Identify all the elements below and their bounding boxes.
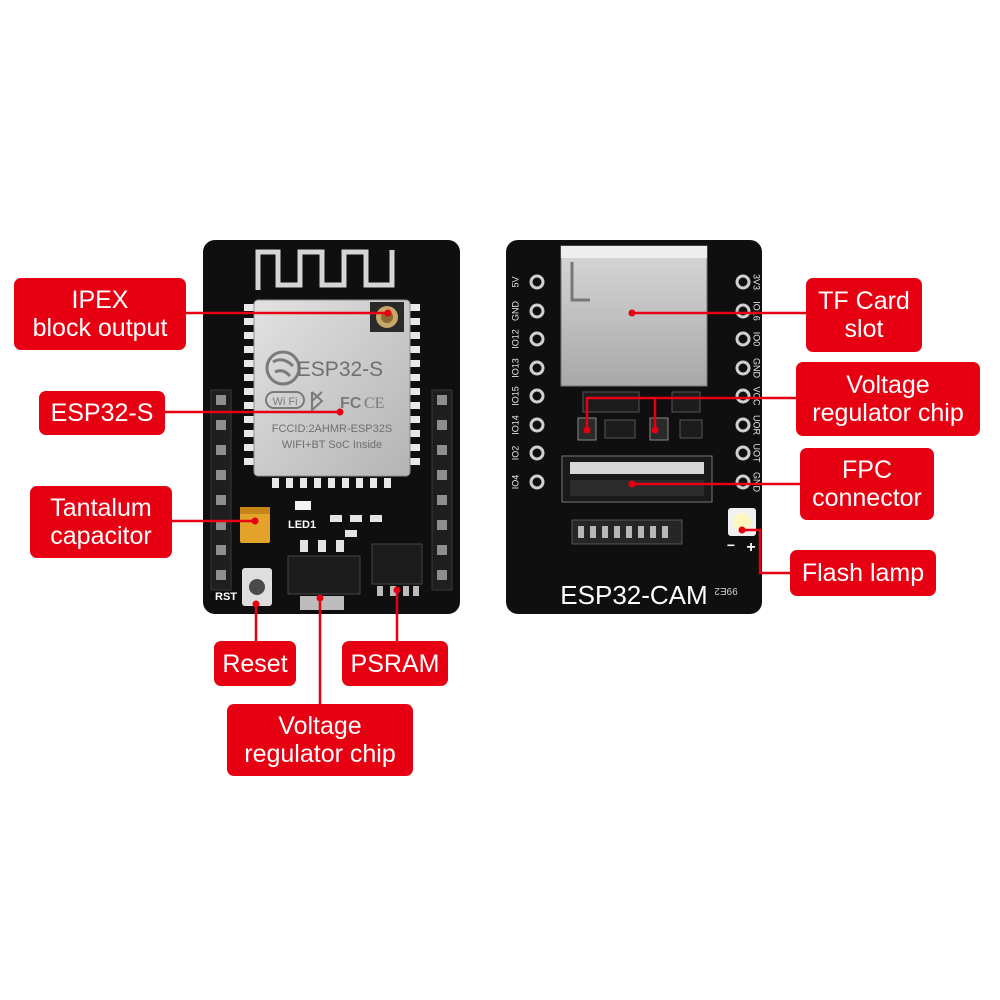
pin-label-left-6: IO2 (510, 446, 520, 461)
reset-button (242, 568, 272, 606)
flash-minus-label: − (727, 537, 735, 553)
pin-label-left-5: IO14 (510, 415, 520, 435)
callout-vreg-back: Voltage regulator chip (796, 362, 980, 436)
espressif-logo (265, 350, 301, 386)
module-brand: ESP32-S (297, 358, 383, 381)
pin-label-right-7: GND (752, 472, 762, 493)
leader-dots (251, 309, 746, 608)
led-label: LED1 (288, 519, 316, 531)
back-pin-holes-left (529, 274, 545, 490)
callout-psram: PSRAM (342, 641, 448, 686)
board-title: ESP32-CAM (560, 580, 707, 610)
callout-vreg-front-line-1: Voltage (278, 712, 362, 740)
callout-ipex-line-1: IPEX (71, 286, 129, 314)
pin-label-left-3: IO13 (510, 358, 520, 378)
callout-tf-card-line-1: TF Card (818, 287, 910, 315)
front-voltage-regulator (287, 555, 361, 610)
callout-vreg-front: Voltage regulator chip (227, 704, 413, 776)
back-voltage-regulators (577, 391, 703, 441)
callout-vreg-back-line-2: regulator chip (812, 399, 964, 427)
board-code: 99E2 (714, 585, 738, 596)
led1 (295, 501, 311, 510)
front-header-left (210, 389, 232, 591)
tantalum-capacitor (240, 507, 270, 543)
callout-ipex: IPEX block output (14, 278, 186, 350)
back-pin-holes-right (735, 274, 751, 490)
rst-label: RST (215, 591, 237, 603)
pin-label-left-4: IO15 (510, 386, 520, 406)
bluetooth-icon (311, 391, 324, 413)
callout-tantalum-line-1: Tantalum (50, 494, 152, 522)
callout-flash-line-1: Flash lamp (801, 559, 925, 587)
module-fcc-id: FCCID:2AHMR-ESP32S (272, 423, 392, 435)
callout-psram-line-1: PSRAM (350, 649, 440, 678)
callout-vreg-front-line-2: regulator chip (244, 740, 396, 768)
pin-label-right-4: VCC (752, 386, 762, 406)
leader-flash (742, 528, 790, 575)
pin-label-right-2: IO0 (752, 332, 762, 347)
pin-label-left-0: 5V (510, 276, 520, 287)
callout-reset-line-1: Reset (222, 649, 288, 678)
callout-vreg-back-line-1: Voltage (846, 371, 930, 399)
callout-fpc-line-1: FPC (842, 456, 892, 484)
pcb-antenna (255, 249, 395, 290)
smd-components (300, 515, 382, 552)
pin-label-right-6: UOT (752, 444, 762, 464)
flash-plus-label: + (746, 539, 755, 556)
callout-flash: Flash lamp (790, 550, 936, 596)
callout-fpc-line-2: connector (812, 484, 922, 512)
ipex-connector (370, 302, 404, 332)
pin-label-right-1: IO16 (752, 301, 762, 321)
callout-tf-card: TF Card slot (806, 278, 922, 352)
pin-label-right-5: UOR (752, 415, 762, 436)
callout-tantalum: Tantalum capacitor (30, 486, 172, 558)
fcc-logo: FC (340, 395, 362, 412)
callout-tf-card-line-2: slot (844, 315, 884, 343)
callout-esp32s: ESP32-S (39, 391, 165, 435)
tf-card-slot (560, 245, 708, 387)
front-header-right (431, 389, 453, 591)
callout-reset: Reset (214, 641, 296, 686)
wifi-logo: Wi Fi (272, 396, 297, 408)
front-board: ESP32-S Wi Fi FC CE FCCID:2AHMR-ESP32S W… (203, 240, 460, 614)
pin-label-right-0: 3V3 (752, 274, 762, 290)
esp32s-module (253, 299, 411, 477)
psram-chip (371, 543, 423, 596)
wifi-logo-box (265, 391, 305, 409)
callout-fpc: FPC connector (800, 448, 934, 520)
module-pads (244, 304, 420, 488)
leader-vreg-back (585, 396, 796, 430)
callout-ipex-line-2: block output (32, 314, 168, 342)
pin-label-left-1: GND (510, 301, 520, 322)
fpc-pads (571, 519, 683, 545)
module-line: WIFI+BT SoC Inside (282, 439, 382, 451)
pin-label-left-2: IO12 (510, 329, 520, 349)
pin-label-left-7: IO4 (510, 475, 520, 490)
fpc-connector (561, 455, 713, 503)
callout-tantalum-line-2: capacitor (50, 522, 152, 550)
callout-esp32s-line-1: ESP32-S (50, 399, 154, 427)
pin-label-right-3: GND (752, 358, 762, 379)
ce-logo: CE (364, 395, 384, 412)
